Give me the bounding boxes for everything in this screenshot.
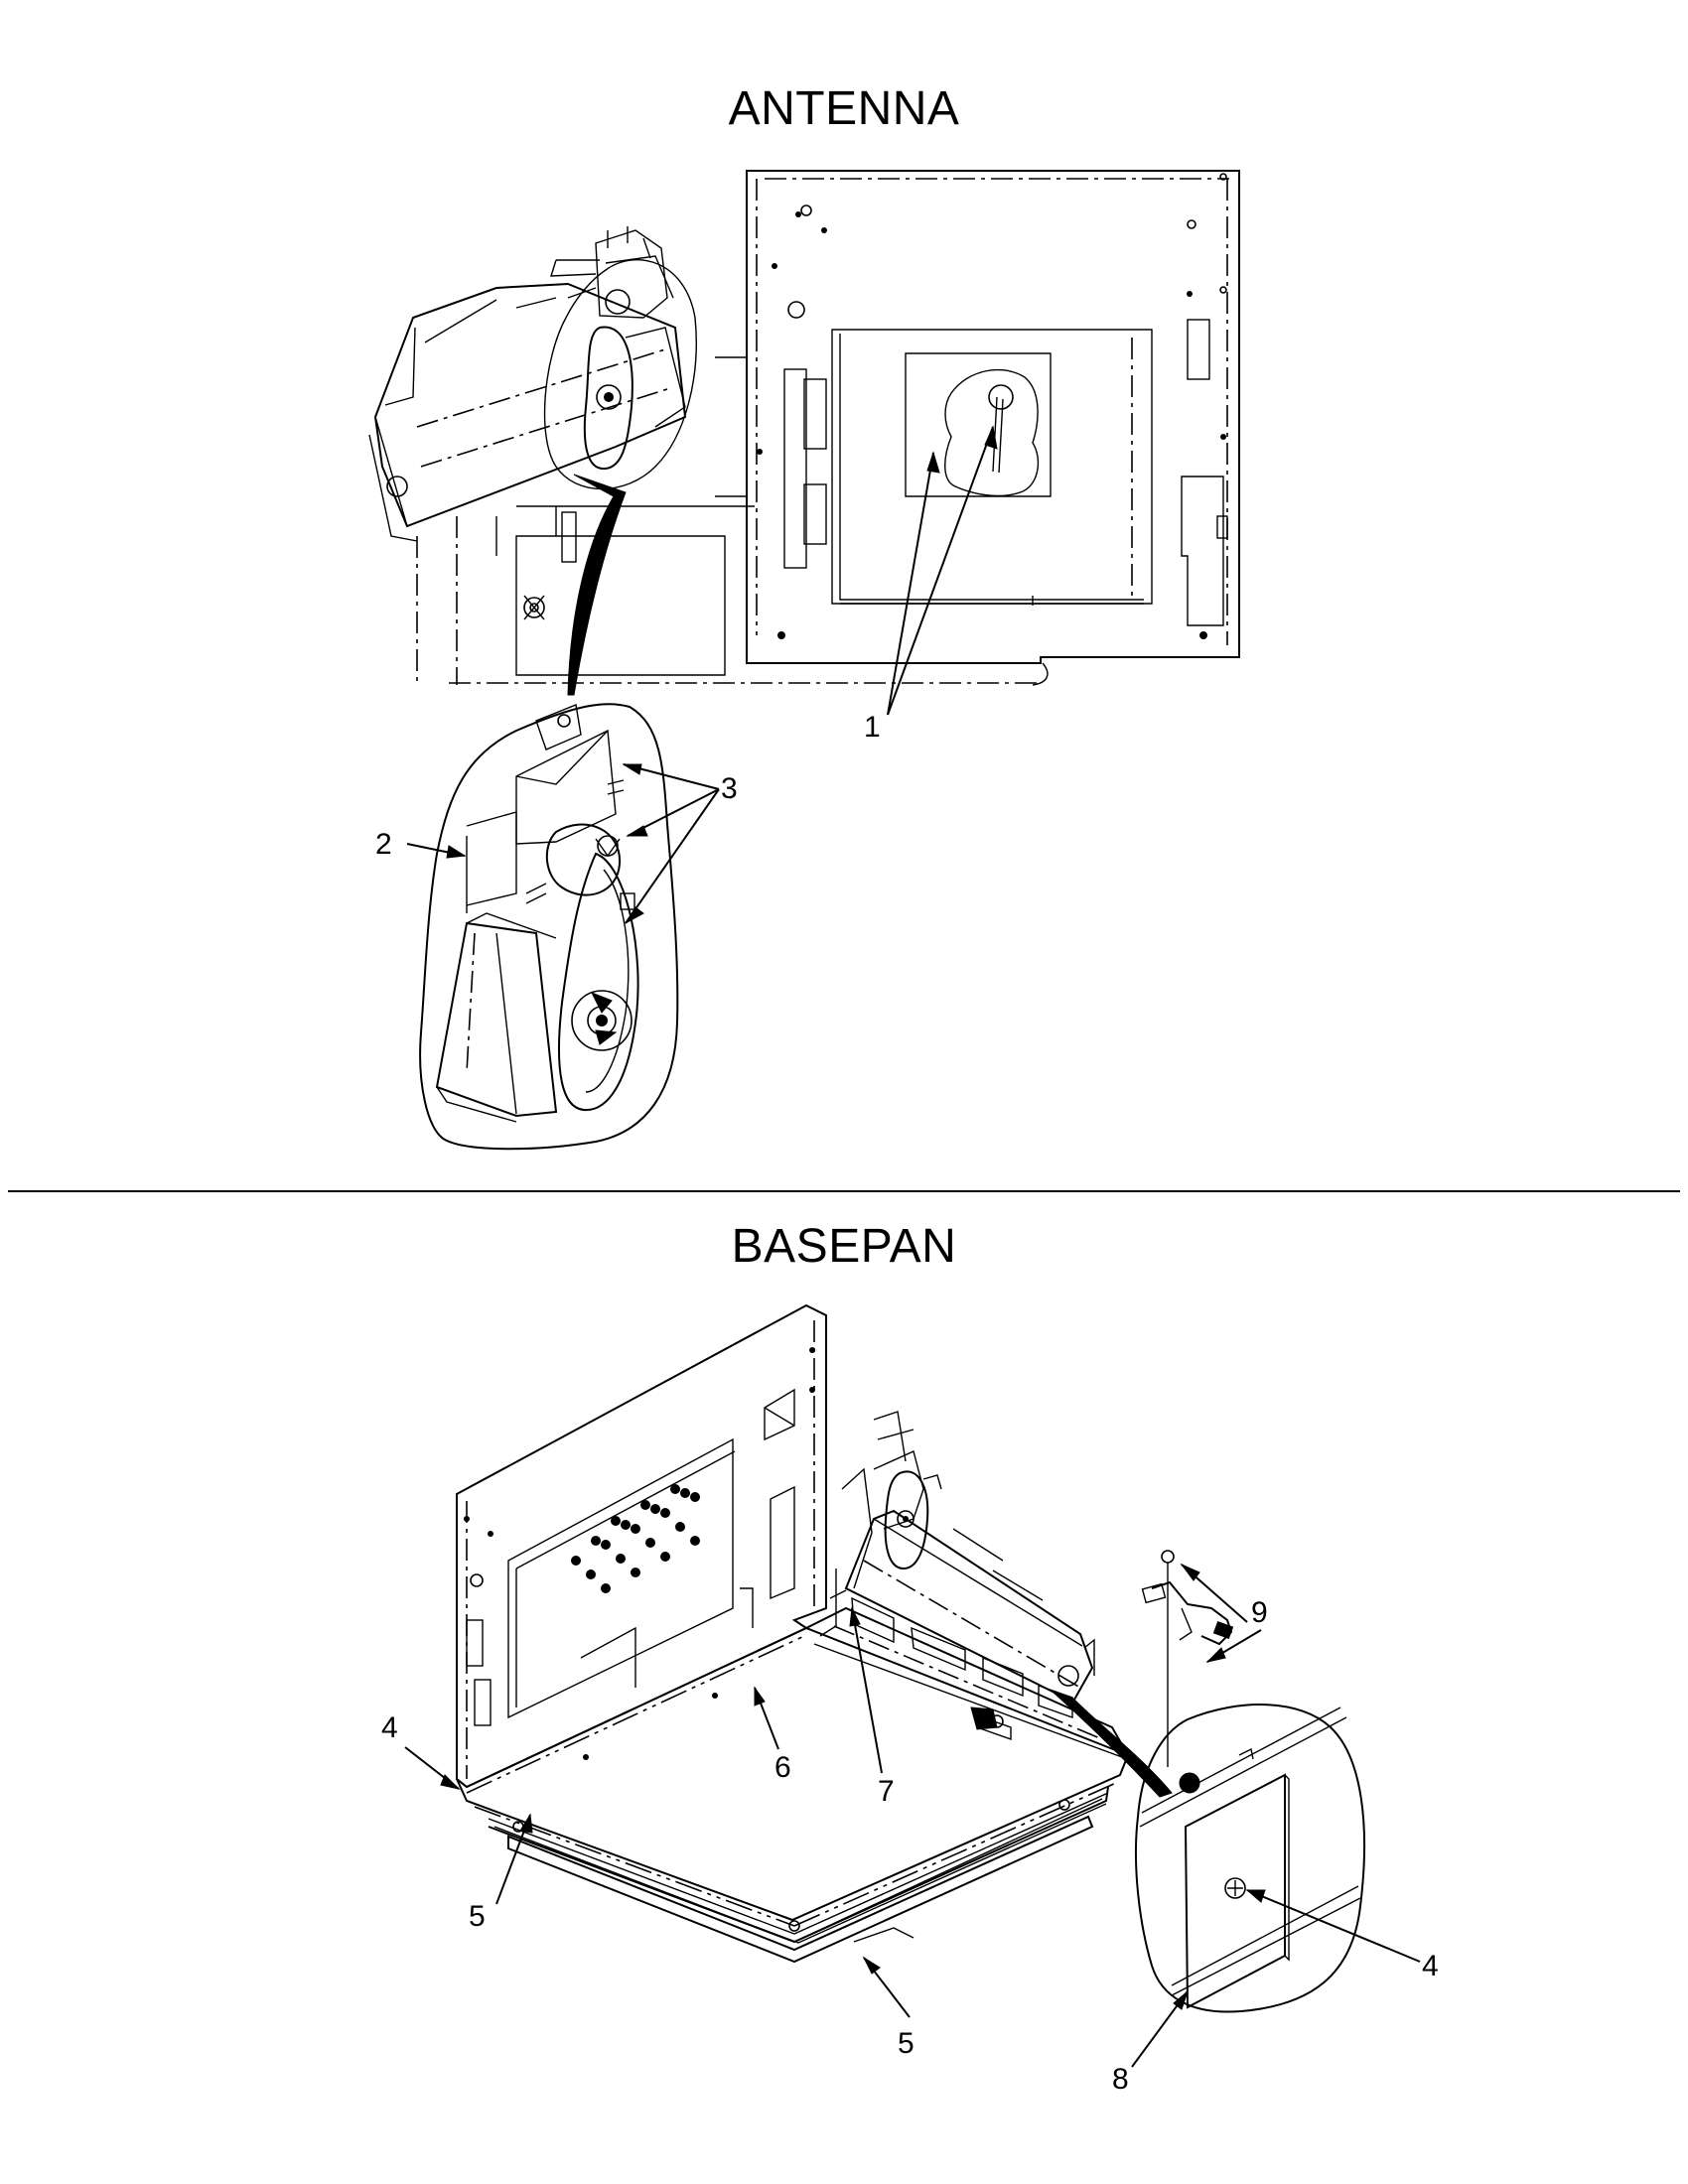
- callout-4-right: 4: [1422, 1950, 1439, 1982]
- cavity-side-panel: [456, 1303, 827, 1789]
- waveguide-assembly: [368, 226, 755, 685]
- cavity-wall: [449, 170, 1240, 686]
- callout-5-bottom: 5: [898, 2027, 914, 2060]
- basepan-detail-view: [1134, 1704, 1366, 2013]
- callout-3: 3: [721, 772, 738, 805]
- basepan: [456, 1626, 1130, 1964]
- front-flange: [805, 1569, 1129, 1758]
- leader-lines-basepan: [404, 1563, 1421, 2068]
- callout-6: 6: [774, 1751, 791, 1784]
- basepan-detail-wedge: [1052, 1691, 1173, 1798]
- antenna-assembly-drawing: 1 2 3: [368, 170, 1240, 1151]
- antenna-detail-view: [419, 703, 679, 1151]
- callout-8: 8: [1112, 2063, 1129, 2096]
- callout-2: 2: [375, 828, 392, 861]
- callout-1: 1: [864, 711, 881, 744]
- callout-4-left: 4: [381, 1711, 398, 1744]
- basepan-section-title: BASEPAN: [731, 1220, 957, 1273]
- basepan-assembly-drawing: 4 5 6 7 5 9 4 8: [381, 1303, 1439, 2096]
- section-divider: [8, 1190, 1680, 1192]
- callout-7: 7: [878, 1775, 895, 1808]
- detail-leader-wedge: [567, 474, 627, 696]
- fastener-kit: [1141, 1550, 1234, 1767]
- callout-9: 9: [1251, 1596, 1268, 1629]
- antenna-section-title: ANTENNA: [728, 82, 960, 135]
- cavity-hole-grid: [571, 1484, 700, 1593]
- leader-lines-antenna: [406, 425, 998, 924]
- callout-5-left: 5: [469, 1900, 486, 1933]
